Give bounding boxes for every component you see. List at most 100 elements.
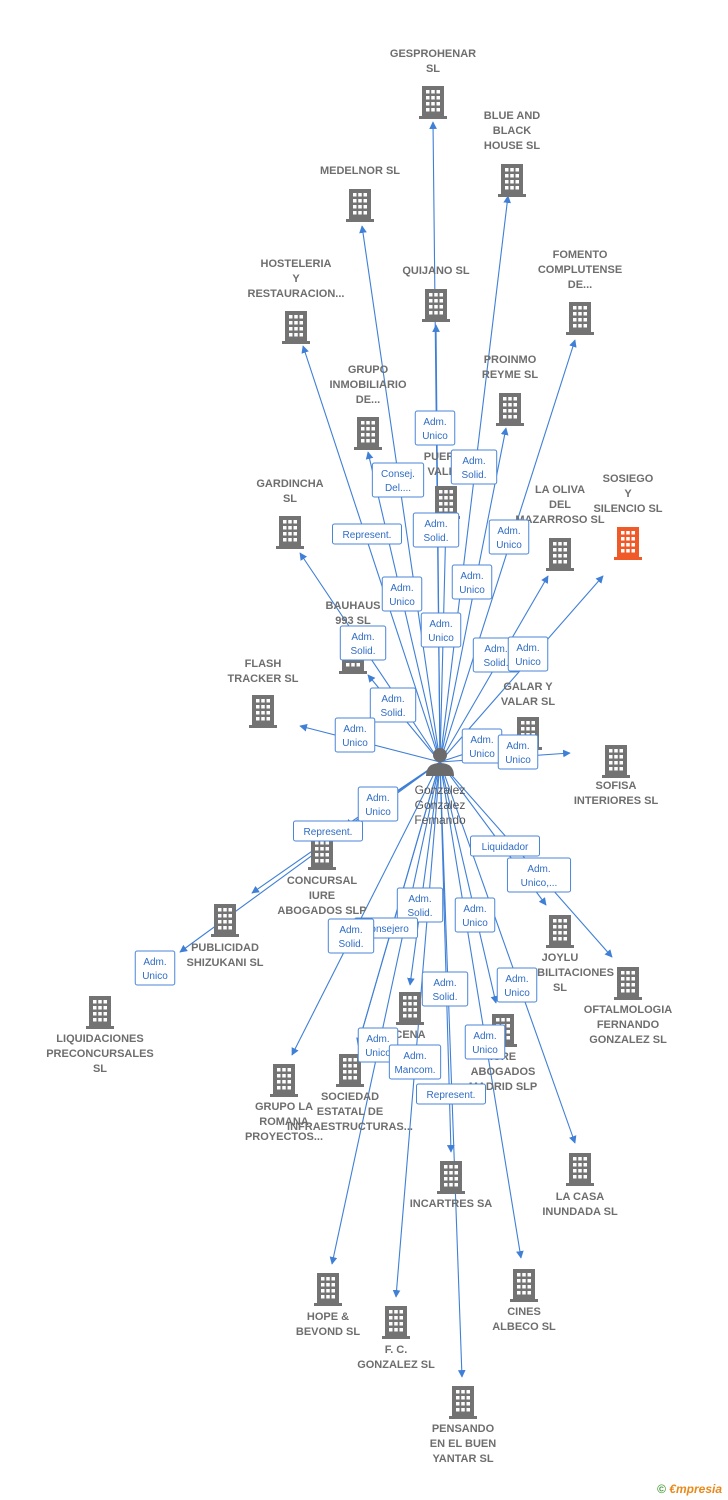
- role-text: Adm.Unico: [365, 793, 391, 818]
- edge-label-grupo-la-romana[interactable]: Adm.Solid.: [327, 918, 375, 954]
- building-icon: [496, 393, 524, 426]
- edge-label-medelnor[interactable]: Consej.Del....: [371, 462, 425, 498]
- edge-label-hosteleria[interactable]: Represent.: [332, 523, 402, 545]
- edge-label-box: [454, 897, 496, 933]
- edge-label-sofisa[interactable]: Adm.Unico: [497, 734, 539, 770]
- company-node-iure-madrid[interactable]: IUREABOGADOSMADRID SLP: [469, 1014, 537, 1093]
- edge-label-proinmo[interactable]: Adm.Unico: [451, 564, 493, 600]
- edge-label-gardincha[interactable]: Adm.Solid.: [339, 625, 387, 661]
- company-name: HOPE &BEVOND SL: [296, 1311, 360, 1338]
- edge-label-blue-and-black[interactable]: Adm.Solid.: [450, 449, 498, 485]
- building-icon: [566, 302, 594, 335]
- edge-label-iure-madrid[interactable]: Adm.Unico: [454, 897, 496, 933]
- role-text: Adm.Unico: [422, 417, 448, 442]
- edge-label-puerta[interactable]: Adm.Unico: [420, 612, 462, 648]
- company-name: INCARTRES SA: [410, 1198, 493, 1210]
- edge-label-hope[interactable]: Adm.Unico: [357, 1027, 399, 1063]
- edge-label-liquidaciones[interactable]: Adm.Unico: [134, 950, 176, 986]
- building-icon: [422, 289, 450, 322]
- edge-label-cena[interactable]: Adm.Solid.: [396, 887, 444, 923]
- edge-label-box: [470, 835, 540, 857]
- building-icon: [276, 516, 304, 549]
- edge-label-quijano[interactable]: Adm.Solid.: [412, 512, 460, 548]
- edge-label-cines[interactable]: Adm.Unico: [464, 1024, 506, 1060]
- edge-label-box: [332, 523, 402, 545]
- building-icon: [86, 996, 114, 1029]
- company-node-fc-gonzalez[interactable]: F. C.GONZALEZ SL: [357, 1306, 435, 1371]
- edge-label-box: [327, 918, 375, 954]
- edge-label-bauhaus[interactable]: Adm.Solid.: [369, 687, 417, 723]
- edge-label-sosiego[interactable]: Adm.Unico: [507, 636, 549, 672]
- company-name: F. C.GONZALEZ SL: [357, 1344, 435, 1371]
- building-icon: [614, 527, 642, 560]
- role-text: Adm.Solid.: [423, 519, 448, 544]
- company-node-medelnor[interactable]: MEDELNOR SL: [320, 165, 400, 222]
- brand-logo-text: mpresia: [675, 1482, 722, 1496]
- edge-label-incartres[interactable]: Adm.Solid.: [421, 971, 469, 1007]
- edge-label-box: [414, 410, 456, 446]
- edge-label-box: [371, 462, 425, 498]
- role-text: Adm.Unico: [505, 741, 531, 766]
- role-text: Adm.Unico: [496, 526, 522, 551]
- company-node-quijano[interactable]: QUIJANO SL: [402, 265, 470, 322]
- edge-label-pensando[interactable]: Represent.: [416, 1083, 486, 1105]
- role-text: Adm.Solid.: [407, 894, 432, 919]
- edge-label-joylu[interactable]: Liquidador: [470, 835, 540, 857]
- edge-label-box: [388, 1044, 442, 1080]
- company-node-hope[interactable]: HOPE &BEVOND SL: [296, 1273, 360, 1338]
- edge-label-galar[interactable]: Adm.Unico: [461, 728, 503, 764]
- edge-label-box: [506, 857, 572, 893]
- edge-cena: [407, 761, 441, 986]
- role-text: Adm.Unico: [389, 583, 415, 608]
- role-text: Consejero: [363, 924, 409, 935]
- footer-brand[interactable]: © €mpresia: [657, 1482, 722, 1496]
- edge-label-la-oliva[interactable]: Adm.Solid.: [472, 637, 520, 673]
- edge-label-la-casa[interactable]: Adm.Unico: [496, 967, 538, 1003]
- role-text: Adm.Unico: [365, 1034, 391, 1059]
- building-icon: [546, 915, 574, 948]
- edge-label-concursal[interactable]: Adm.Unico: [357, 786, 399, 822]
- edge-label-grupo-inmobiliario[interactable]: Adm.Unico: [381, 576, 423, 612]
- edge-label-fc-gonzalez[interactable]: Adm.Mancom.: [388, 1044, 442, 1080]
- edge-label-fomento[interactable]: Adm.Unico: [488, 519, 530, 555]
- edge-label-box: [412, 512, 460, 548]
- edge-cines: [439, 761, 524, 1259]
- company-node-incartres[interactable]: INCARTRES SA: [410, 1161, 493, 1210]
- edge-label-flash[interactable]: Adm.Unico: [334, 717, 376, 753]
- role-text: Represent.: [343, 530, 392, 541]
- edge-label-oftalmologia[interactable]: Adm.Unico,...: [506, 857, 572, 893]
- edge-label-publicidad[interactable]: Represent.: [293, 820, 363, 842]
- edge-label-box: [369, 687, 417, 723]
- edge-label-gesprohenar[interactable]: Adm.Unico: [414, 410, 456, 446]
